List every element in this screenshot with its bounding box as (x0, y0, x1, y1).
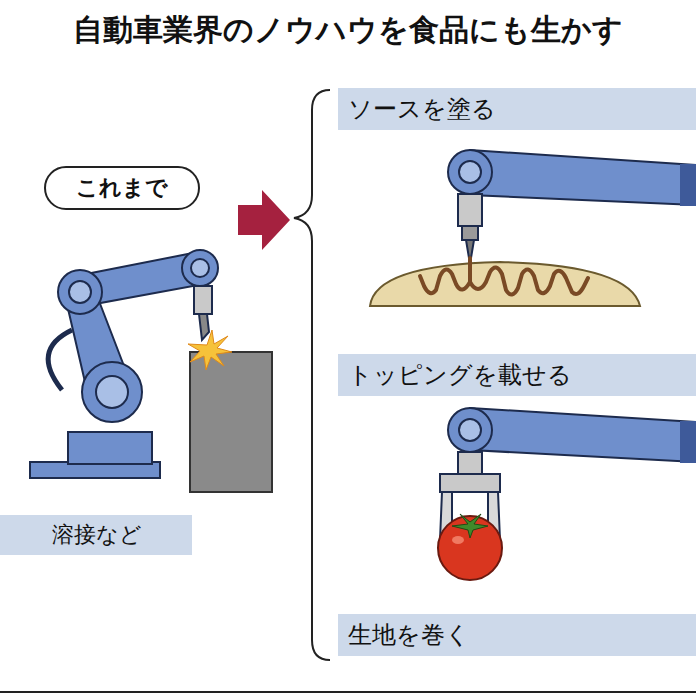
label-text: 溶接など (52, 520, 142, 550)
welding-robot (30, 250, 272, 492)
label-band: トッピングを載せる (338, 354, 696, 396)
label-pill: これまで (44, 166, 200, 210)
spark (188, 330, 232, 370)
label-band: ソースを塗る (338, 88, 696, 130)
label-text: トッピングを載せる (348, 359, 572, 391)
tomato (438, 514, 502, 580)
label-band: 生地を巻く (338, 614, 696, 656)
label-text: これまで (76, 173, 168, 203)
bracket (294, 90, 330, 660)
label-band: 溶接など (0, 515, 192, 555)
label-text: ソースを塗る (348, 93, 496, 125)
label-text: 生地を巻く (348, 619, 470, 651)
red-arrow (238, 190, 290, 250)
bottom-rule (0, 691, 696, 693)
sauce-robot (370, 150, 696, 306)
title: 自動車業界のノウハウを食品にも生かす (0, 10, 696, 51)
